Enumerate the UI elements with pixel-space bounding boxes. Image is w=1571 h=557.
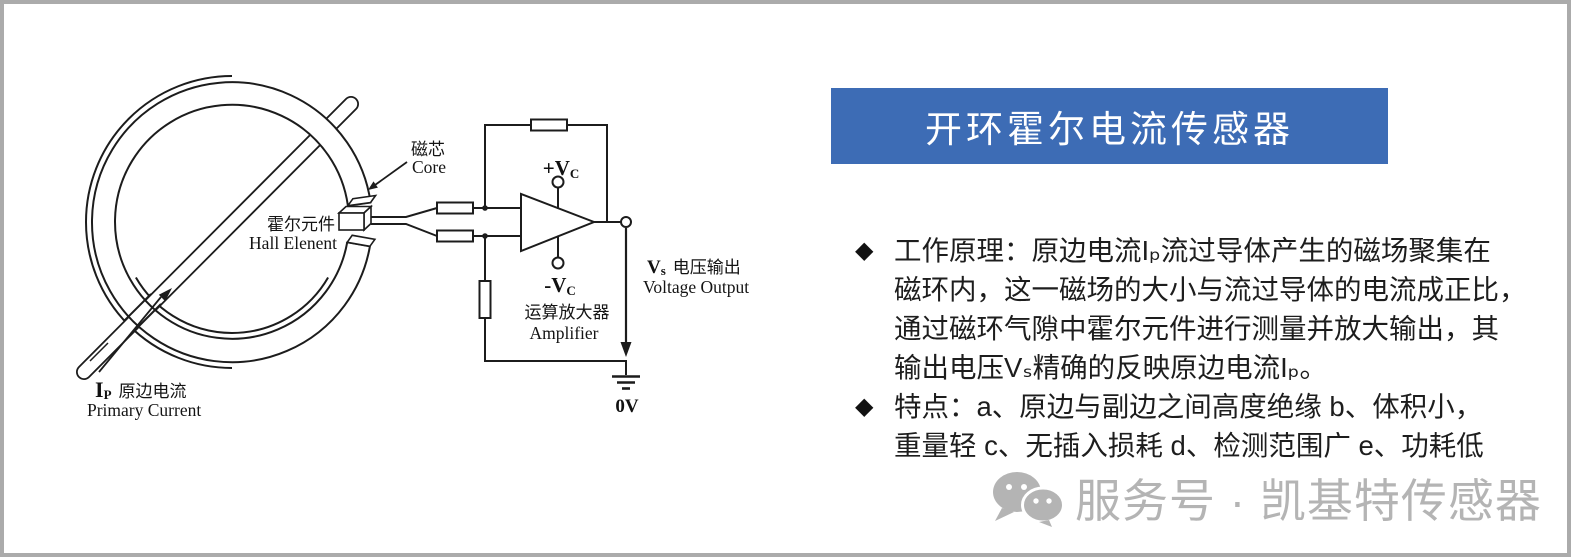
diamond-bullet-icon: ◆ xyxy=(855,393,874,420)
primary-conductor-fill xyxy=(77,97,358,379)
bullet-line: 重量轻 c、无插入损耗 d、检测范围广 e、功耗低 xyxy=(894,430,1484,461)
hall-element-front-face xyxy=(338,212,365,231)
bullet-working-principle: ◆ 工作原理：原边电流Iₚ流过导体产生的磁场聚集在 磁环内，这一磁场的大小与流过… xyxy=(855,231,1527,387)
feedback-resistor xyxy=(530,118,568,132)
amplifier-label-en: Amplifier xyxy=(529,323,598,343)
core-label-zh: 磁芯 xyxy=(411,140,445,159)
bullet-line: 磁环内，这一磁场的大小与流过导体的电流成正比， xyxy=(894,274,1527,305)
feedback-wire-right xyxy=(567,124,608,222)
vcc-label: +VC xyxy=(543,156,580,181)
vee-label: -VC xyxy=(544,273,576,298)
conductor-front-edge-a xyxy=(133,303,162,332)
output-terminal xyxy=(620,216,632,228)
hall-label-en: Hall Elenent xyxy=(249,233,337,253)
title-banner: 开环霍尔电流传感器 xyxy=(831,88,1388,164)
core-callout-line xyxy=(374,161,408,186)
hall-wire-lower xyxy=(371,223,438,237)
conductor-shade-line xyxy=(89,342,109,362)
hall-wire-upper xyxy=(371,207,438,218)
input-resistor-upper xyxy=(436,201,474,215)
ground-label: 0V xyxy=(615,396,639,417)
diamond-bullet-icon: ◆ xyxy=(855,237,874,264)
bullet-line: 工作原理：原边电流Iₚ流过导体产生的磁场聚集在 xyxy=(894,235,1491,266)
input-resistor-lower xyxy=(436,229,474,243)
vcc-terminal xyxy=(551,175,565,189)
bias-resistor xyxy=(478,280,492,319)
bullet-line: 特点：a、原边与副边之间高度绝缘 b、体积小， xyxy=(894,391,1483,422)
amplifier-label-zh: 运算放大器 xyxy=(525,303,610,322)
vs-label-en: Voltage Output xyxy=(643,277,749,297)
current-arrow-shaft xyxy=(98,296,162,373)
vee-terminal xyxy=(551,256,565,270)
feedback-wire-left xyxy=(484,124,531,208)
magnetic-core-ring xyxy=(91,81,372,364)
watermark-text: 服务号 · 凯基特传感器 xyxy=(1075,475,1542,527)
bullet-line: 输出电压Vₛ精确的反映原边电流Iₚ。 xyxy=(894,352,1328,383)
primary-current-label-en: Primary Current xyxy=(87,400,201,420)
bullet-text: 特点：a、原边与副边之间高度绝缘 b、体积小， 重量轻 c、无插入损耗 d、检测… xyxy=(894,387,1527,465)
core-gap-upper-face xyxy=(346,194,378,207)
core-gap-lower-face xyxy=(345,234,377,248)
bullet-text: 工作原理：原边电流Iₚ流过导体产生的磁场聚集在 磁环内，这一磁场的大小与流过导体… xyxy=(894,231,1527,387)
description-block: ◆ 工作原理：原边电流Iₚ流过导体产生的磁场聚集在 磁环内，这一磁场的大小与流过… xyxy=(855,231,1527,465)
ground-wire xyxy=(484,318,627,375)
core-label-en: Core xyxy=(412,157,446,177)
vs-arrow-head xyxy=(620,342,632,357)
wechat-watermark: 服务号 · 凯基特传感器 xyxy=(990,465,1542,531)
bullet-line: 通过磁环气隙中霍尔元件进行测量并放大输出，其 xyxy=(894,313,1499,344)
hall-label-zh: 霍尔元件 xyxy=(267,215,335,234)
conductor-front-edge-b xyxy=(123,293,152,322)
page-title: 开环霍尔电流传感器 xyxy=(925,109,1294,150)
core-callout-arrow-head xyxy=(368,181,378,190)
bullet-features: ◆ 特点：a、原边与副边之间高度绝缘 b、体积小， 重量轻 c、无插入损耗 d、… xyxy=(855,387,1527,465)
wechat-icon xyxy=(993,471,1065,527)
core-outer-edge-arc xyxy=(85,75,233,369)
current-arrow-head xyxy=(158,288,172,302)
